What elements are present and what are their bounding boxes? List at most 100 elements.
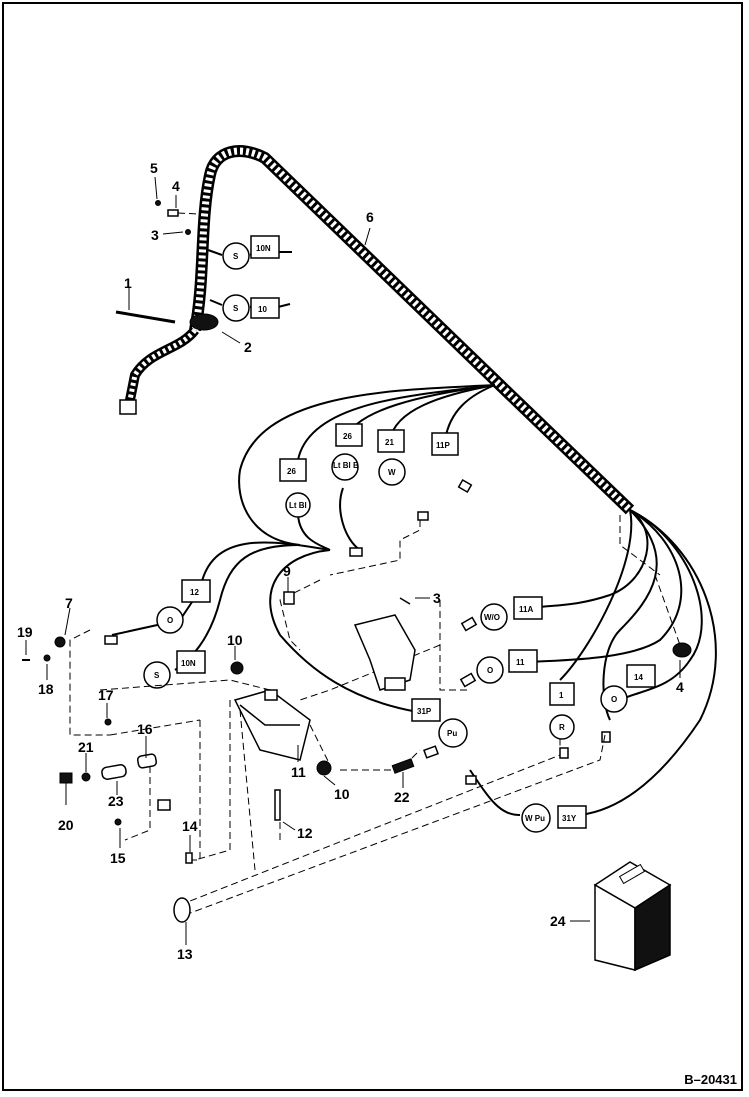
code-s-left: S	[154, 671, 160, 680]
screw-3-top	[185, 229, 191, 235]
code-o-12: O	[167, 616, 173, 625]
switch-panel-11	[233, 689, 311, 761]
tag-11: 11	[516, 658, 525, 667]
code-r: R	[559, 723, 565, 732]
wire-marker-s-10n	[222, 242, 250, 270]
code-s-top-2: S	[233, 304, 239, 313]
callout-23: 23	[108, 793, 124, 809]
code-s-top-1: S	[233, 252, 239, 261]
wire-marker-ltbl-b-left	[285, 492, 311, 518]
bushing-23	[101, 764, 127, 780]
tag-21: 21	[385, 438, 394, 447]
wire-marker-o-11	[476, 656, 504, 684]
leader-lines	[25, 176, 681, 945]
tag-11a: 11A	[519, 605, 533, 614]
tag-1: 1	[559, 691, 564, 700]
tag-11p-top: 11P	[436, 441, 450, 450]
callout-15: 15	[110, 850, 126, 866]
code-ltbl-b-center: Lt Bl B	[333, 461, 359, 470]
screw-18	[43, 654, 51, 662]
wire-tag-26-center	[335, 423, 363, 447]
callout-11: 11	[291, 764, 306, 780]
grommet	[189, 313, 219, 331]
code-w: W	[388, 468, 396, 477]
callout-1: 1	[124, 275, 132, 291]
code-o-11: O	[487, 666, 493, 675]
wire-tag-31y	[557, 805, 587, 829]
wire-tag-11p-top	[431, 432, 459, 456]
cable-tie	[115, 310, 176, 324]
code-wo: W/O	[484, 613, 500, 622]
sender-22	[391, 758, 415, 774]
socket-16	[136, 753, 158, 769]
callout-12: 12	[297, 825, 313, 841]
callout-19: 19	[17, 624, 33, 640]
wire-tag-10-top	[250, 297, 280, 319]
wire-tag-11a	[513, 596, 543, 620]
tag-14: 14	[634, 673, 643, 682]
tag-26-left: 26	[287, 467, 296, 476]
tag-10n-left: 10N	[181, 659, 196, 668]
wire-marker-o-12	[156, 606, 184, 634]
wire-marker-ltbl-b-center	[331, 453, 359, 481]
mounting-bracket	[353, 614, 416, 691]
callout-21: 21	[78, 739, 94, 755]
wire-marker-s-10	[222, 294, 250, 322]
wire-tag-31p	[411, 698, 441, 722]
wire-tag-10n-top	[250, 235, 280, 259]
callout-16: 16	[137, 721, 153, 737]
code-o-14: O	[611, 695, 617, 704]
callout-6: 6	[366, 209, 374, 225]
wire-marker-r	[549, 714, 575, 740]
tag-12: 12	[190, 588, 199, 597]
callout-3-top: 3	[151, 227, 159, 243]
bulb-socket-7	[54, 636, 66, 648]
tag-31p: 31P	[417, 707, 432, 716]
wire-tag-12	[181, 579, 211, 603]
harness-connector	[119, 399, 137, 415]
bolt-12	[274, 789, 281, 821]
connector-9	[283, 591, 295, 605]
callout-18: 18	[38, 681, 54, 697]
callout-numbers: 1 2 3 3 4 4 5 6 7 9 10 10 11 12 13 14 15…	[17, 160, 684, 962]
callout-13: 13	[177, 946, 193, 962]
assembly-lines	[69, 515, 681, 916]
wire-marker-o-14	[600, 685, 628, 713]
callout-20: 20	[58, 817, 74, 833]
callout-10-bottom: 10	[334, 786, 350, 802]
washer-21	[81, 772, 91, 782]
wire-tag-11	[508, 649, 538, 673]
figure-number: B–20431	[684, 1072, 737, 1087]
switch-10-bottom	[316, 760, 332, 776]
screw-15	[114, 818, 122, 826]
wire-tag-labels: 10N 10 26 26 21 11P 12 10N 11A 11 1 14 3…	[181, 244, 643, 823]
callout-10-top: 10	[227, 632, 243, 648]
screw-17	[104, 718, 112, 726]
wire-tag-10n-left	[176, 650, 206, 674]
callout-7: 7	[65, 595, 73, 611]
grommet-4-right	[672, 642, 692, 658]
callout-5: 5	[150, 160, 158, 176]
tag-10n-top: 10N	[256, 244, 271, 253]
callout-9: 9	[283, 563, 291, 579]
wire-tag-1	[549, 682, 575, 706]
lamp-13	[173, 897, 191, 923]
main-wiring-harness	[123, 145, 635, 515]
wire-marker-w-pu	[521, 803, 551, 833]
wire-marker-s-10n-left	[143, 661, 171, 689]
nut-5	[155, 200, 161, 206]
tag-26-center: 26	[343, 432, 352, 441]
code-pu: Pu	[447, 729, 457, 738]
callout-14: 14	[182, 818, 198, 834]
branch-wires	[111, 384, 717, 816]
code-w-pu: W Pu	[525, 814, 545, 823]
wire-marker-pu	[438, 718, 468, 748]
wire-tag-21	[377, 429, 405, 453]
callout-22: 22	[394, 789, 410, 805]
wire-tag-26-left	[279, 458, 307, 482]
code-ltbl-left: Lt Bl	[289, 501, 307, 510]
screw-14	[185, 852, 193, 864]
